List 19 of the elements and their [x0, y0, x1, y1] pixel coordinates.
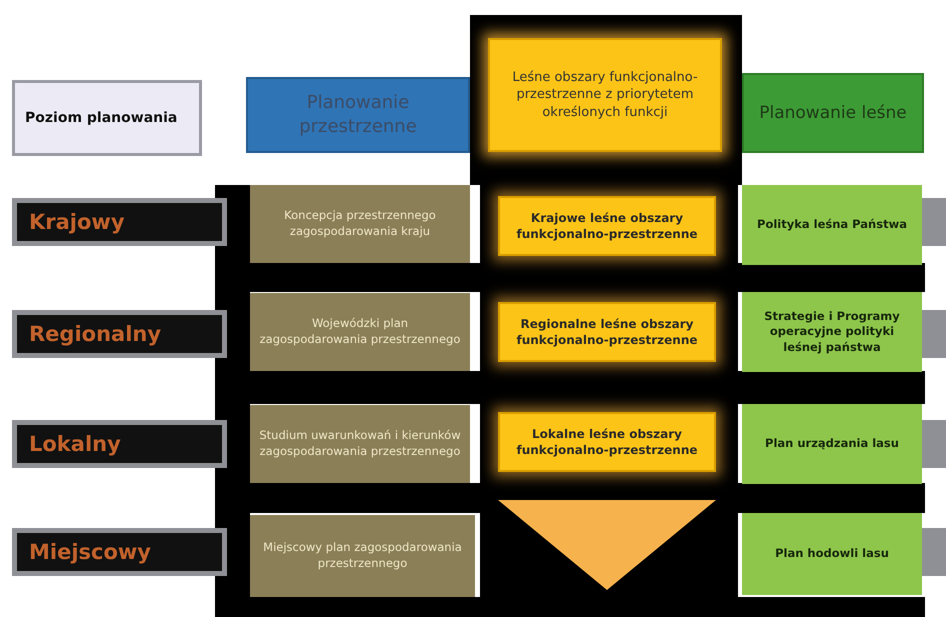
plan-box: Wojewódzki plan zagospodarowania przestrzennego	[250, 293, 470, 371]
plan-box: Plan urządzania lasu	[742, 404, 922, 484]
level-label: Miejscowy	[12, 528, 227, 576]
area-box: Regionalne leśne obszary funkcjonalno-przestrzenne	[498, 302, 716, 362]
area-box: Krajowe leśne obszary funkcjonalno-przestrzenne	[498, 196, 716, 256]
header-box: Leśne obszary funkcjonalno-przestrzenne z priorytetem określonych funkcji	[488, 38, 722, 152]
plan-box: Plan hodowli lasu	[742, 513, 922, 595]
level-label: Lokalny	[12, 420, 227, 468]
header-box: Planowanie leśne	[742, 73, 924, 153]
header-box: Poziom planowania	[12, 80, 202, 156]
level-label: Krajowy	[12, 198, 227, 246]
plan-box: Polityka leśna Państwa	[742, 185, 922, 265]
plan-box: Koncepcja przestrzennego zagospodarowania kraju	[250, 185, 470, 263]
plan-box: Miejscowy plan zagospodarowania przestrzennego	[250, 515, 475, 597]
area-box: Lokalne leśne obszary funkcjonalno-przestrzenne	[498, 412, 716, 472]
level-label: Regionalny	[12, 310, 227, 358]
header-box: Planowanie przestrzenne	[246, 77, 470, 153]
plan-box: Strategie i Programy operacyjne polityki leśnej państwa	[742, 292, 922, 372]
plan-box: Studium uwarunkowań i kierunków zagospodarowania przestrzennego	[250, 405, 470, 483]
